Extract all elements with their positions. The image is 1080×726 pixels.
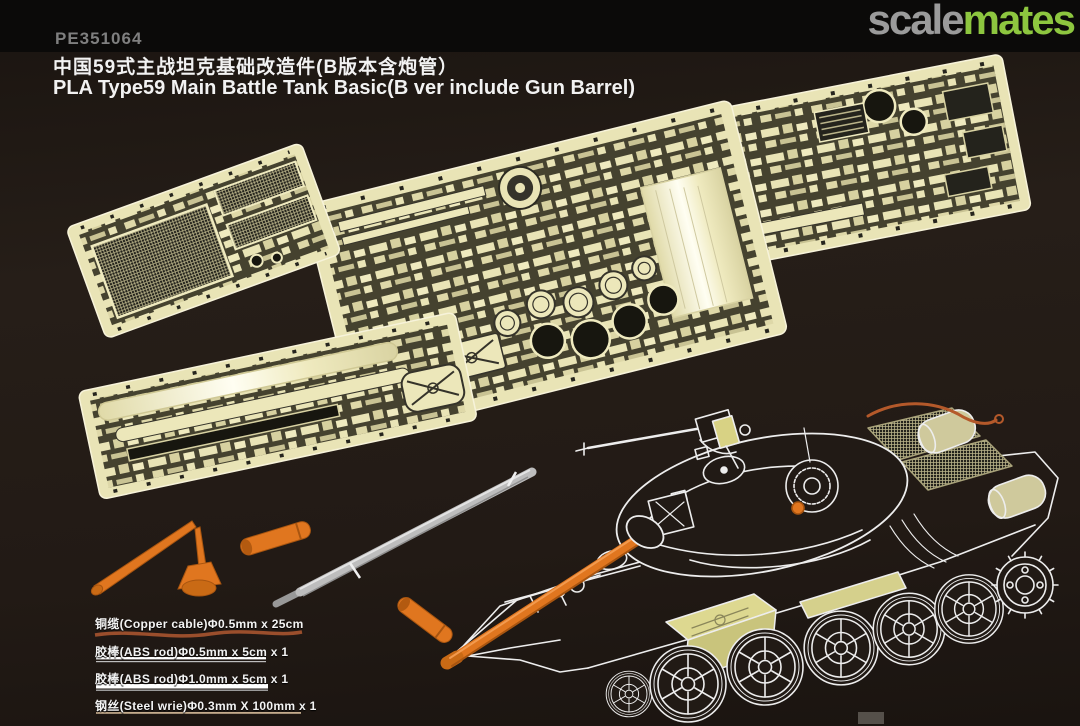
pe-fret-bottom-left: [78, 312, 477, 500]
tank-drive-sprocket: [991, 551, 1059, 619]
steel-wire-sample: [96, 712, 301, 714]
tank-mg-ammo-box: [711, 414, 741, 450]
tank-tow-cable: [866, 402, 1004, 425]
fret-engine-mesh-large: [90, 202, 235, 320]
tank-fender-strip-yellow: [799, 571, 907, 619]
tank-fuel-drum: [987, 474, 1047, 519]
stray-grey-chip: [858, 712, 884, 724]
abs-rod-thin-sample: [96, 657, 266, 663]
title-english: PLA Type59 Main Battle Tank Basic(B ver …: [53, 77, 636, 99]
tank-searchlight: [647, 491, 695, 537]
fret-fender-band: [639, 167, 754, 319]
tank-fuel-drum: [917, 409, 977, 454]
fret-louver-grille: [813, 102, 870, 143]
title-chinese: 中国59式主战坦克基础改造件(B版本含炮管）: [53, 57, 459, 78]
abs-rod-tapered: [90, 520, 197, 596]
tank-turret: [615, 427, 909, 578]
product-code: PE351064: [55, 29, 143, 48]
metal-gun-barrel-grey: [272, 467, 537, 608]
antenna-base-funnel: [177, 526, 222, 597]
material-item-copper-cable: 铜缆(Copper cable)Φ0.5mm x 25cm: [95, 617, 304, 631]
material-item-abs-rod-05: 胶棒(ABS rod)Φ0.5mm x 5cm x 1: [95, 645, 289, 659]
scalemates-logo: scalemates: [867, 0, 1076, 44]
fret-wheel-cap-holes: [529, 283, 680, 360]
top-black-band: [0, 0, 1080, 52]
tank-gun-barrel-orange: [440, 515, 665, 670]
fret-round-gauge-part: [498, 165, 543, 210]
logo-mates-text: mates: [962, 0, 1076, 43]
fret-wheel-cap-discs: [493, 255, 658, 338]
fret-headlight-holes: [861, 88, 929, 137]
material-item-steel-wire: 钢丝(Steel wrie)Φ0.3mm X 100mm x 1: [95, 699, 317, 713]
fret-engine-mesh-strip: [213, 160, 306, 217]
pe-fret-top-right: [702, 54, 1032, 267]
abs-rod-angled: [397, 597, 453, 643]
pe-fret-left: [67, 143, 341, 338]
fret-fender-strip: [97, 341, 399, 422]
abs-rod-short: [240, 521, 311, 556]
material-sample-lines: [94, 630, 303, 714]
tank-machine-gun: [575, 408, 751, 469]
tank-rear-mudguard: [889, 513, 959, 569]
tank-cupola: [785, 427, 839, 515]
tank-antenna-base-orange: [791, 501, 805, 515]
tank-road-wheels: [605, 574, 1004, 723]
fret-x-box: [400, 363, 466, 413]
material-item-abs-rod-10: 胶棒(ABS rod)Φ1.0mm x 5cm x 1: [95, 672, 289, 686]
abs-rod-thick-sample: [96, 684, 268, 691]
fret-engine-mesh-strip: [225, 194, 318, 251]
logo-scale-text: scale: [867, 0, 964, 43]
copper-cable-sample: [94, 630, 303, 638]
tank-line-drawing: [440, 402, 1059, 723]
